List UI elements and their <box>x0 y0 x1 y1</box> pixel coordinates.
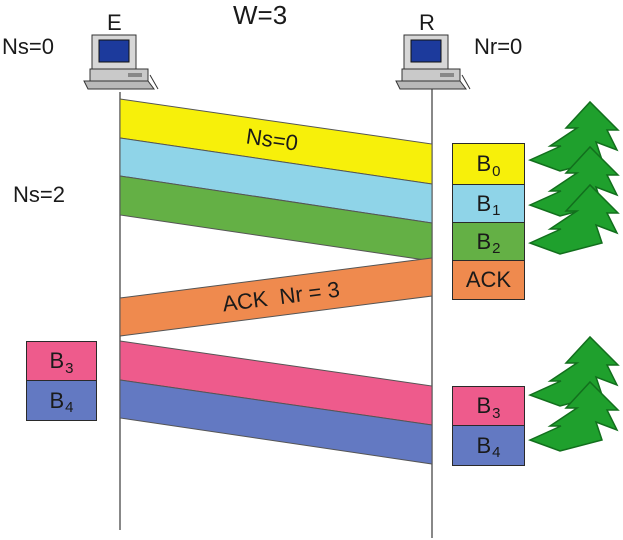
receiver-ack-box: ACK <box>452 260 525 300</box>
ack-band <box>119 257 433 337</box>
upward-arrow-icon <box>528 100 620 255</box>
sender-initial-state: Ns=0 <box>2 34 54 59</box>
receiver-initial-state: Nr=0 <box>474 34 523 59</box>
computer-icon <box>395 34 471 90</box>
upward-arrow-icon <box>528 335 620 452</box>
computer-icon <box>83 34 159 90</box>
sender-later-state: Ns=2 <box>13 182 65 207</box>
receiver-label: R <box>419 10 435 35</box>
frame-b4-band <box>119 379 433 465</box>
sender-label: E <box>107 10 122 35</box>
window-size-title: W=3 <box>233 0 288 30</box>
